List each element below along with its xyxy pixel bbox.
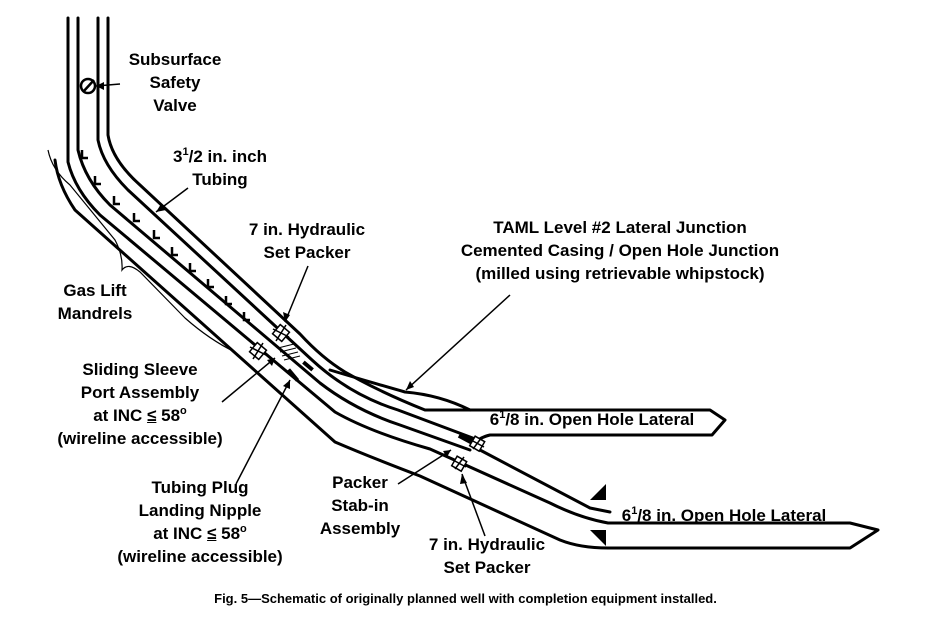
tubing-right-wall	[96, 16, 480, 442]
stab-in-label: Packer Stab-in Assembly	[319, 473, 401, 538]
junction-line	[328, 368, 472, 412]
lower-packer-label: 7 in. Hydraulic Set Packer	[428, 535, 546, 577]
tubing-plug-label: Tubing Plug Landing Nipple at INC ≤ 58o …	[117, 478, 283, 566]
taml-label: TAML Level #2 Lateral Junction Cemented …	[460, 218, 780, 283]
sliding-sleeve-leader	[221, 357, 276, 403]
ssv-label: Subsurface Safety Valve	[128, 50, 222, 115]
taml-leader	[405, 294, 511, 391]
lower-packer-icon	[450, 455, 468, 473]
upper-lateral-label: 61/8 in. Open Hole Lateral	[489, 409, 695, 430]
gas-lift-brace	[47, 149, 236, 353]
casing-wall-left	[53, 16, 880, 550]
junction-packer-icon	[468, 435, 486, 453]
lower-lateral-label: 61/8 in. Open Hole Lateral	[621, 505, 827, 526]
upper-packer-icon	[271, 323, 291, 343]
upper-packer-label: 7 in. Hydraulic Set Packer	[248, 220, 366, 262]
tubing-left-wall	[76, 16, 472, 452]
junction-nipple-icon	[302, 360, 314, 372]
gas-lift-label: Gas Lift Mandrels	[57, 281, 133, 323]
lateral-hanger-bottom-icon	[590, 530, 606, 546]
sleeve-port-hatching	[277, 343, 301, 361]
sliding-sleeve-label: Sliding Sleeve Port Assembly at INC ≤ 58…	[57, 360, 223, 448]
lateral-hanger-top-icon	[590, 484, 606, 500]
sliding-sleeve-icon	[248, 341, 268, 361]
safety-valve-icon	[79, 77, 97, 95]
lower-packer-leader	[461, 473, 486, 537]
stab-in-leader	[397, 449, 452, 485]
tubing-plug-nipple-icon	[286, 368, 300, 382]
upper-packer-leader	[284, 265, 309, 323]
tubing-label: 31/2 in. inch Tubing	[173, 146, 267, 190]
tubing-plug-leader	[235, 379, 291, 485]
gas-lift-mandrels	[80, 150, 250, 322]
figure-caption: Fig. 5—Schematic of originally planned w…	[214, 591, 717, 606]
